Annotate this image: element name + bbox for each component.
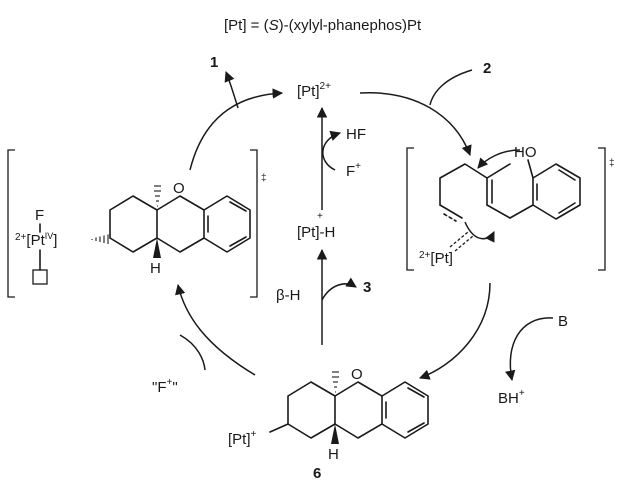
left-ts-cyclohexane	[109, 195, 158, 253]
right-ts-bracket-open	[406, 147, 414, 271]
top-cycle-arrows: 1 2	[189, 54, 491, 171]
product-6: [Pt]+ O H 6	[228, 364, 429, 482]
left-ts-bracket-open	[7, 149, 15, 298]
right-ts-dagger: ‡	[609, 158, 615, 169]
fplus-label: F+	[346, 161, 361, 180]
compound-6-label: 6	[313, 465, 321, 482]
arrow-base-protonation	[505, 317, 554, 382]
right-ts-phenol-ring	[532, 163, 581, 220]
central-pathway: [Pt]2+ HF F+ [Pt]-H + β-H 3	[276, 81, 371, 345]
left-transition-state: ‡ F 2+[PtIV] O H	[7, 149, 267, 298]
arrow-fplus-reagent	[179, 334, 206, 371]
right-ts-bracket-close	[598, 147, 606, 271]
left-ts-dagger: ‡	[261, 173, 267, 184]
product-6-h-wedge	[331, 424, 339, 444]
hf-loss-arrow	[322, 130, 342, 171]
left-ts-bracket-close	[250, 149, 258, 298]
left-ts-fluoride: F	[35, 207, 44, 224]
header-prefix: [Pt] = (	[224, 17, 269, 34]
right-ts-attack-arrow	[477, 149, 521, 169]
right-ts-hydroxyl: HO	[514, 144, 537, 161]
left-ts-h-wedge	[153, 238, 161, 258]
product-6-pt-label: [Pt]+	[228, 429, 257, 448]
right-transition-state: ‡ HO 2+[Pt]	[406, 144, 615, 271]
left-lower-arrows: "F+"	[152, 283, 256, 396]
left-ts-oxygen: O	[173, 180, 185, 197]
product-6-cyclohexane	[287, 381, 336, 439]
vacant-site-square	[32, 269, 48, 285]
right-lower-arrows: B BH+	[419, 282, 568, 407]
left-ts-hashed-bond	[91, 234, 109, 244]
arrow-right-ts-to-6	[419, 282, 491, 380]
arrow-left-ts-to-pt2	[189, 88, 284, 171]
product-6-oxygen: O	[351, 366, 363, 383]
compound-1-label: 1	[210, 54, 218, 71]
compound-3-label: 3	[363, 279, 371, 296]
right-ts-pi-arrow	[464, 221, 495, 243]
product-6-pyran	[334, 381, 383, 439]
left-ts-methyl-hashed	[154, 185, 161, 207]
product-6-benzene	[381, 381, 429, 439]
product-6-methyl-hashed	[332, 371, 339, 393]
conjugate-acid-label: BH+	[498, 388, 525, 407]
beta-h-label: β-H	[276, 287, 300, 304]
base-label: B	[558, 313, 568, 330]
beta-h-arrow	[321, 277, 357, 301]
product-6-hydrogen: H	[328, 446, 339, 463]
pt-hydride-charge: +	[317, 211, 323, 222]
svg-text:[Pt] = (S)-(xylyl-phanephos)Pt: [Pt] = (S)-(xylyl-phanephos)Pt	[224, 17, 422, 34]
arrow-6-to-left-ts	[175, 283, 256, 376]
left-ts-pyran	[156, 195, 205, 253]
right-ts-pt-label: 2+[Pt]	[419, 250, 453, 267]
left-ts-hydrogen: H	[150, 260, 161, 277]
compound-2-label: 2	[483, 60, 491, 77]
header-suffix: )-(xylyl-phanephos)Pt	[279, 17, 422, 34]
arrow-pt2-to-right-ts	[359, 92, 472, 156]
header-definition: [Pt] = (S)-(xylyl-phanephos)Pt	[224, 17, 422, 34]
arrow-substrate-2-in	[429, 69, 473, 106]
left-ts-benzene	[203, 195, 251, 253]
header-stereo: S	[269, 17, 279, 34]
fplus-reagent-label: "F+"	[152, 377, 178, 396]
pt-hydride-label: [Pt]-H	[297, 224, 335, 241]
pt-dication-label: [Pt]2+	[297, 81, 331, 100]
right-ts-chain	[439, 163, 488, 206]
arrow-release-1	[224, 71, 239, 109]
left-ts-pt-label: 2+[PtIV]	[15, 231, 57, 249]
hf-label: HF	[346, 126, 366, 143]
